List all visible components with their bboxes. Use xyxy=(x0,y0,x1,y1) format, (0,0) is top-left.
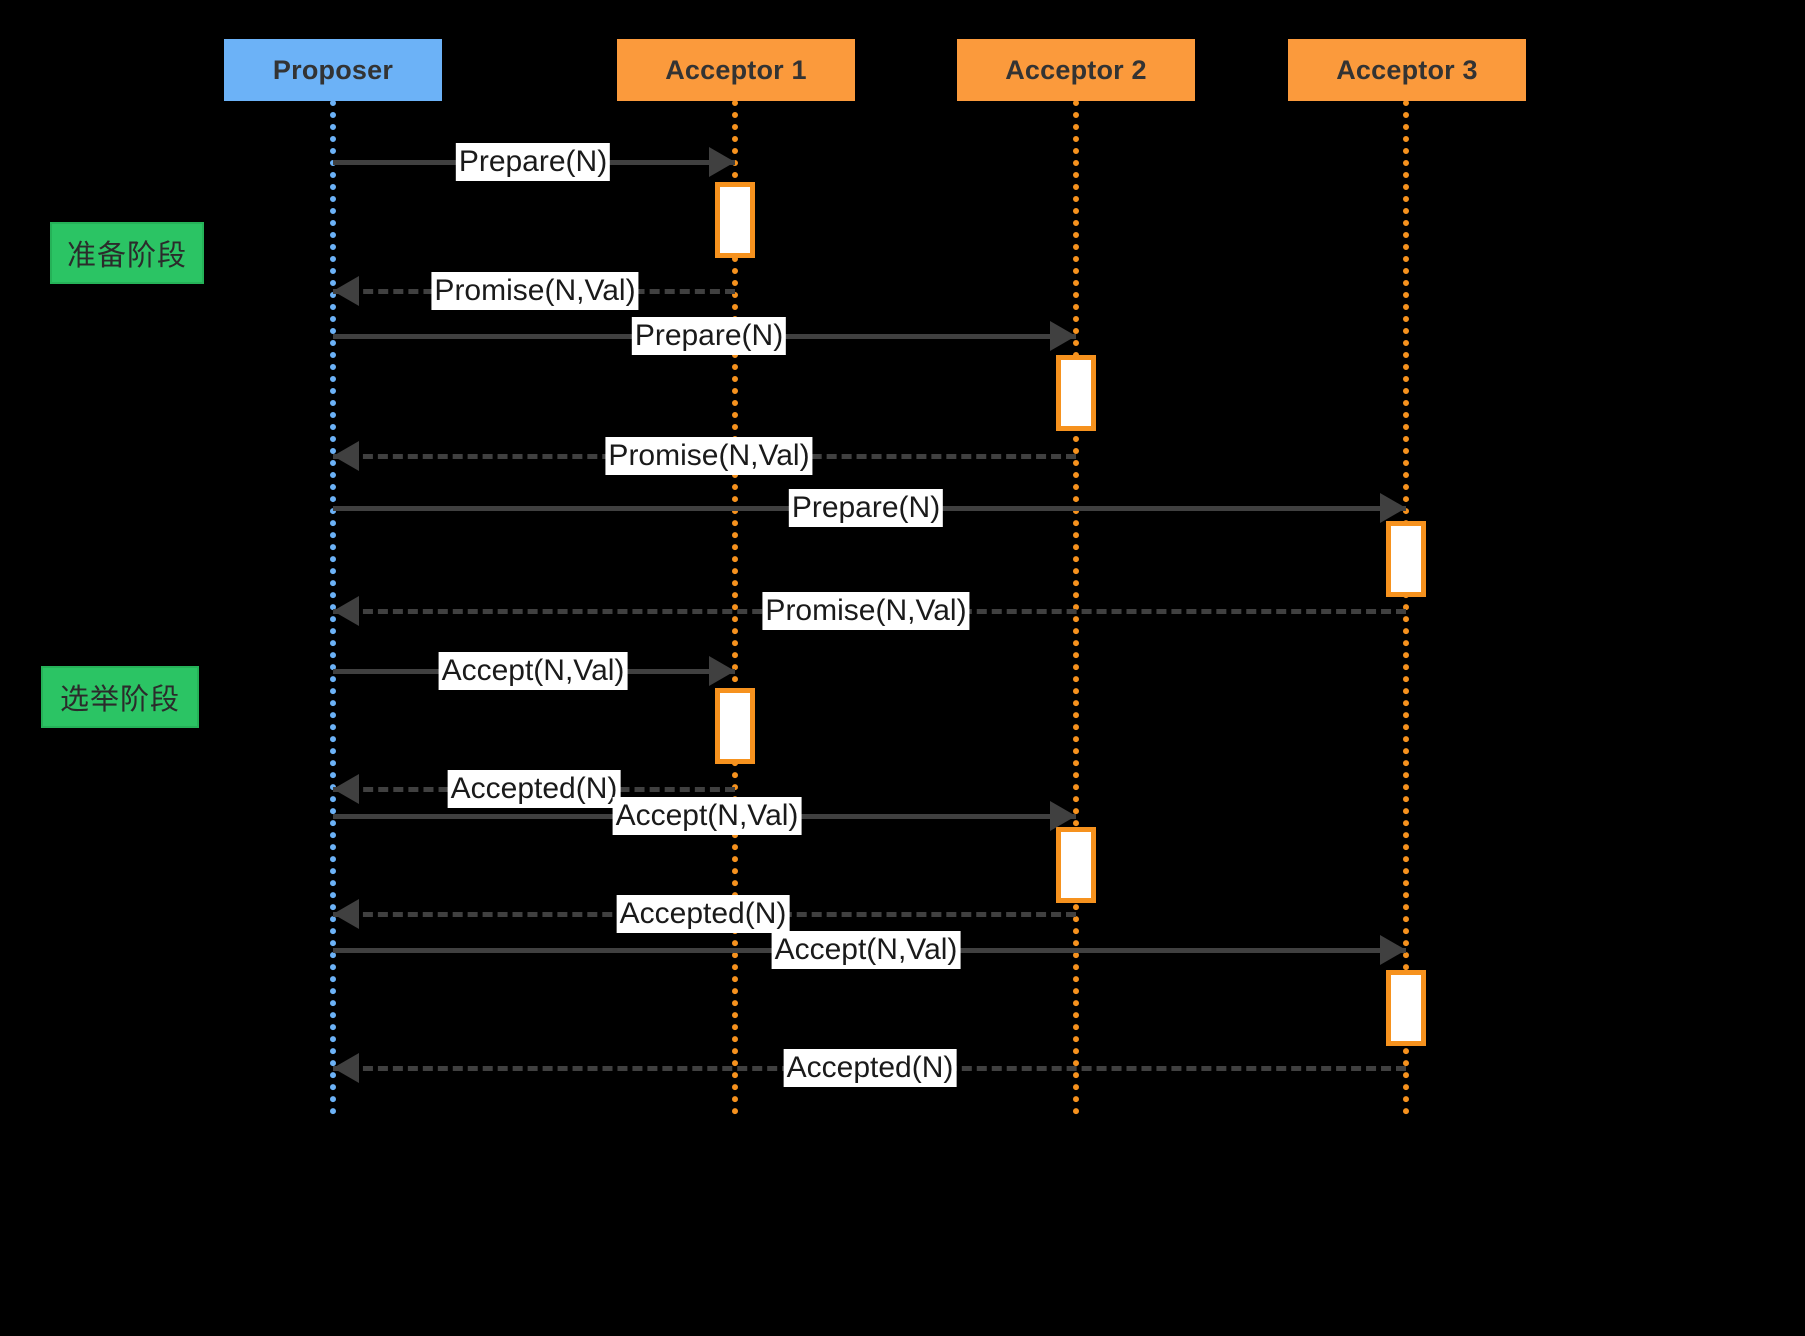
message-arrowhead-m6 xyxy=(333,596,359,626)
participant-acceptor3: Acceptor 3 xyxy=(1288,39,1526,101)
message-arrowhead-m12 xyxy=(333,1053,359,1083)
lifeline-acceptor3 xyxy=(1403,100,1409,1115)
message-label-m5: Prepare(N) xyxy=(788,489,944,527)
activation-bar-acceptor3-5 xyxy=(1386,970,1426,1046)
participant-acceptor2: Acceptor 2 xyxy=(957,39,1195,101)
activation-bar-acceptor1-0 xyxy=(715,182,755,258)
message-arrowhead-m5 xyxy=(1380,493,1406,523)
message-arrowhead-m8 xyxy=(333,774,359,804)
phase-note-1: 准备阶段 xyxy=(50,222,204,284)
message-label-m6: Promise(N,Val) xyxy=(762,592,970,630)
message-label-m9: Accept(N,Val) xyxy=(612,797,802,835)
activation-bar-acceptor1-3 xyxy=(715,688,755,764)
participant-label: Acceptor 1 xyxy=(665,54,807,85)
participant-acceptor1: Acceptor 1 xyxy=(617,39,855,101)
message-label-m10: Accepted(N) xyxy=(616,895,790,933)
message-arrowhead-m11 xyxy=(1380,935,1406,965)
participant-proposer: Proposer xyxy=(224,39,442,101)
message-arrowhead-m10 xyxy=(333,899,359,929)
message-arrowhead-m3 xyxy=(1050,321,1076,351)
message-label-m4: Promise(N,Val) xyxy=(605,437,813,475)
message-label-m12: Accepted(N) xyxy=(783,1049,957,1087)
lifeline-acceptor1 xyxy=(732,100,738,1115)
lifeline-acceptor2 xyxy=(1073,100,1079,1115)
phase-note-label: 选举阶段 xyxy=(59,684,180,716)
message-arrowhead-m7 xyxy=(709,656,735,686)
activation-bar-acceptor2-1 xyxy=(1056,355,1096,431)
phase-note-2: 选举阶段 xyxy=(41,666,199,728)
message-label-m11: Accept(N,Val) xyxy=(771,931,961,969)
participant-label: Acceptor 3 xyxy=(1336,54,1478,85)
activation-bar-acceptor2-4 xyxy=(1056,827,1096,903)
message-arrowhead-m1 xyxy=(709,147,735,177)
participant-label: Proposer xyxy=(272,54,394,85)
message-label-m2: Promise(N,Val) xyxy=(431,272,639,310)
message-arrowhead-m2 xyxy=(333,276,359,306)
message-label-m1: Prepare(N) xyxy=(455,143,611,181)
message-label-m8: Accepted(N) xyxy=(447,770,621,808)
message-arrowhead-m9 xyxy=(1050,801,1076,831)
message-label-m7: Accept(N,Val) xyxy=(438,652,628,690)
participant-label: Acceptor 2 xyxy=(1005,54,1147,85)
message-arrowhead-m4 xyxy=(333,441,359,471)
message-label-m3: Prepare(N) xyxy=(631,317,787,355)
activation-bar-acceptor3-2 xyxy=(1386,521,1426,597)
phase-note-label: 准备阶段 xyxy=(66,240,187,272)
